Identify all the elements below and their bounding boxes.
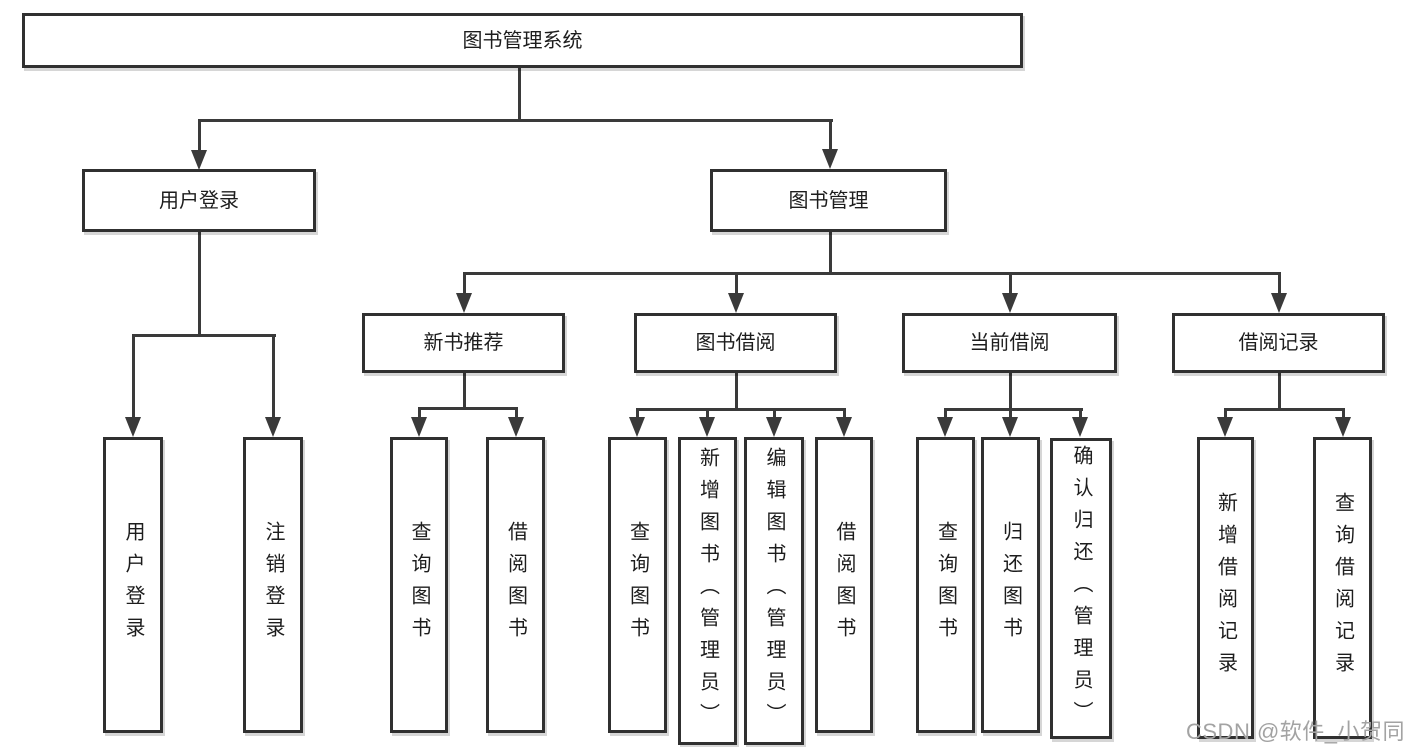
leaf-label: 借阅图书: [833, 521, 855, 649]
arrow-down-icon: [1335, 417, 1351, 437]
node-label: 当前借阅: [969, 332, 1050, 354]
connector-drop: [1079, 408, 1082, 419]
arrow-down-icon: [191, 150, 207, 170]
connector-drop: [463, 272, 466, 295]
connector-stem: [1278, 373, 1281, 411]
node-label: 图书管理: [788, 189, 869, 212]
connector-root-stem: [518, 66, 521, 119]
connector-bus: [944, 408, 1083, 411]
node-label: 图书管理系统: [462, 29, 583, 52]
arrow-down-icon: [1217, 417, 1233, 437]
connector-drop: [1278, 272, 1281, 295]
connector-drop: [843, 408, 846, 419]
node-current-borrowing: 当前借阅: [902, 313, 1117, 373]
arrow-down-icon: [1072, 417, 1088, 437]
node-library-management-system: 图书管理系统: [22, 13, 1023, 68]
leaf-label: 归还图书: [999, 521, 1022, 649]
connector-stem: [463, 373, 466, 410]
leaf-query-borrow-record: 查询借阅记录: [1313, 437, 1372, 739]
arrow-down-icon: [411, 417, 427, 437]
leaf-borrow-books-recommend: 借阅图书: [486, 437, 545, 733]
connector-drop: [515, 407, 518, 419]
leaf-logout: 注销登录: [243, 437, 303, 733]
arrow-down-icon: [629, 417, 645, 437]
leaf-user-login: 用户登录: [103, 437, 163, 733]
connector-drop: [944, 408, 947, 419]
connector-drop: [272, 334, 275, 419]
arrow-down-icon: [456, 293, 472, 313]
connector-level3-bus: [463, 272, 1281, 275]
connector-drop: [1009, 408, 1012, 419]
node-label: 图书借阅: [695, 332, 776, 354]
connector-drop: [1224, 408, 1227, 419]
connector-drop: [1342, 408, 1345, 419]
leaf-label: 借阅图书: [504, 521, 527, 649]
connector-drop: [418, 407, 421, 419]
node-book-borrowing: 图书借阅: [634, 313, 837, 373]
arrow-down-icon: [822, 149, 838, 169]
leaf-label: 新增图书（管理员）: [696, 447, 719, 735]
connector-bus: [636, 408, 846, 411]
leaf-label: 新增借阅记录: [1214, 492, 1237, 684]
arrow-down-icon: [265, 417, 281, 437]
leaf-return-books: 归还图书: [981, 437, 1040, 733]
arrow-down-icon: [836, 417, 852, 437]
leaf-label: 注销登录: [262, 521, 284, 649]
connector-drop: [198, 119, 201, 152]
arrow-down-icon: [125, 417, 141, 437]
node-label: 用户登录: [159, 189, 239, 212]
connector-level2-bus: [198, 119, 833, 122]
connector-stem: [1009, 373, 1012, 411]
connector-drop: [735, 272, 738, 295]
leaf-label: 查询借阅记录: [1331, 492, 1354, 684]
leaf-label: 确认归还（管理员）: [1070, 444, 1092, 733]
connector-drop: [773, 408, 776, 419]
leaf-query-books-current: 查询图书: [916, 437, 975, 733]
connector-user-login-stem: [198, 232, 201, 334]
leaf-borrow-books: 借阅图书: [815, 437, 873, 733]
leaf-label: 查询图书: [934, 521, 957, 649]
leaf-query-books-recommend: 查询图书: [390, 437, 448, 733]
arrow-down-icon: [728, 293, 744, 313]
node-book-management: 图书管理: [710, 169, 947, 232]
arrow-down-icon: [937, 417, 953, 437]
connector-bus: [418, 407, 518, 410]
leaf-edit-books-admin: 编辑图书（管理员）: [744, 437, 804, 745]
leaf-label: 编辑图书（管理员）: [763, 447, 785, 735]
leaf-confirm-return-admin: 确认归还（管理员）: [1050, 438, 1112, 739]
arrow-down-icon: [1002, 417, 1018, 437]
connector-drop: [132, 334, 135, 419]
node-label: 新书推荐: [423, 332, 504, 354]
leaf-label: 查询图书: [626, 521, 649, 649]
connector-book-mgmt-stem: [829, 232, 832, 275]
arrow-down-icon: [766, 417, 782, 437]
leaf-label: 用户登录: [122, 521, 144, 649]
csdn-watermark: CSDN @软件_小贺同学: [1186, 719, 1405, 744]
node-borrowing-records: 借阅记录: [1172, 313, 1385, 373]
connector-drop: [706, 408, 709, 419]
node-user-login: 用户登录: [82, 169, 316, 232]
arrow-down-icon: [508, 417, 524, 437]
node-new-book-recommend: 新书推荐: [362, 313, 565, 373]
connector-drop: [1009, 272, 1012, 295]
leaf-label: 查询图书: [408, 521, 430, 649]
leaf-add-borrow-record: 新增借阅记录: [1197, 437, 1254, 739]
connector-drop: [636, 408, 639, 419]
connector-user-login-bus: [132, 334, 276, 337]
arrow-down-icon: [1271, 293, 1287, 313]
arrow-down-icon: [699, 417, 715, 437]
leaf-query-books-borrowing: 查询图书: [608, 437, 667, 733]
connector-bus: [1224, 408, 1345, 411]
leaf-add-books-admin: 新增图书（管理员）: [678, 437, 737, 745]
connector-stem: [735, 373, 738, 411]
arrow-down-icon: [1002, 293, 1018, 313]
connector-drop: [829, 119, 832, 150]
node-label: 借阅记录: [1238, 332, 1319, 354]
